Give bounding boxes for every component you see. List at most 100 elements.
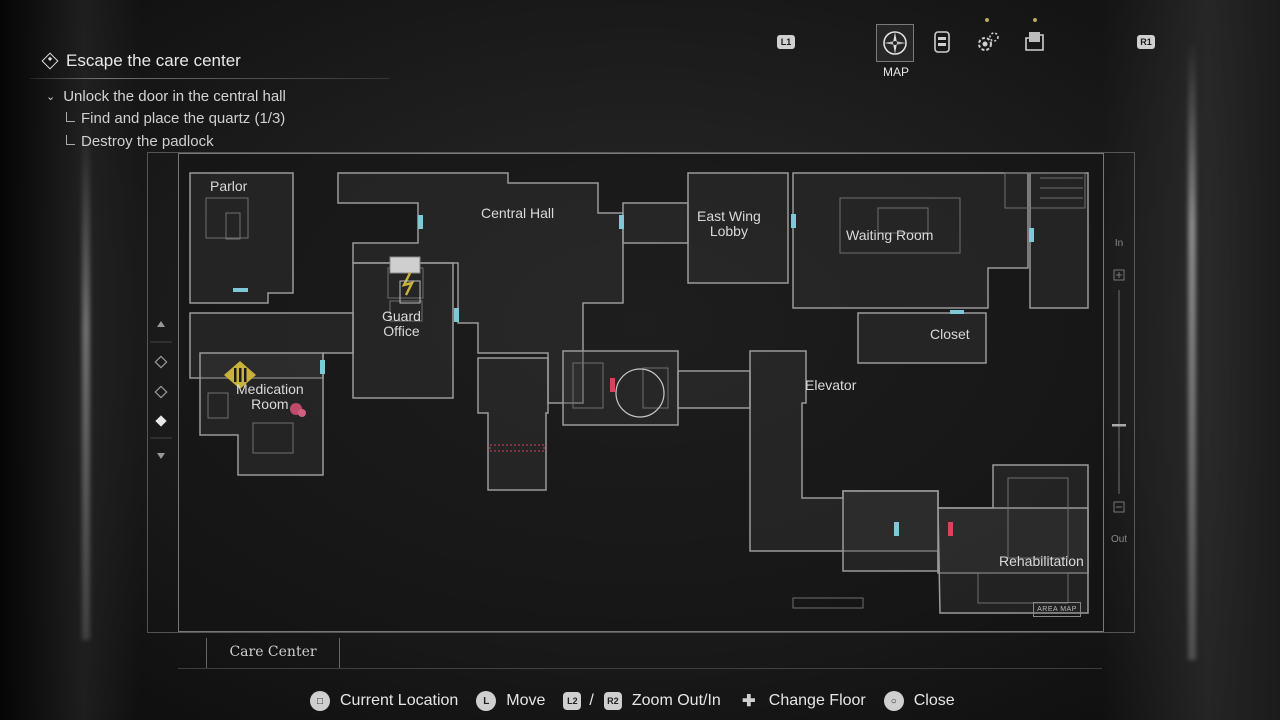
item-marker-icon[interactable] <box>389 256 421 304</box>
notification-dot <box>1033 18 1037 22</box>
prompt-close[interactable]: Close <box>913 692 955 709</box>
door-unlocked <box>791 214 796 228</box>
sub-objective-text: Unlock the door in the central hall <box>63 87 286 105</box>
map-outer-frame <box>147 152 1135 633</box>
room-rotunda <box>562 350 679 426</box>
floor-icon <box>154 385 168 399</box>
door-unlocked <box>950 310 964 314</box>
main-objective-text: Escape the care center <box>66 51 241 70</box>
prompt-zoom[interactable]: Zoom Out/In <box>631 692 721 709</box>
floor-icon <box>154 355 168 369</box>
r1-button[interactable]: R1 <box>1137 35 1155 49</box>
objective-diamond-icon <box>41 52 59 70</box>
l2-button-icon[interactable]: L2 <box>563 692 582 710</box>
objective-step-text: Find and place the quartz (1/3) <box>81 110 286 127</box>
prompt-move[interactable]: Move <box>506 692 546 709</box>
branch-icon <box>66 111 75 122</box>
files-icon <box>1025 32 1044 51</box>
left-light-strip <box>82 120 90 640</box>
location-name: Care Center <box>206 638 340 668</box>
location-divider <box>178 668 1102 669</box>
gear-icon <box>978 32 999 51</box>
button-prompts: □ Current Location L Move L2 / R2 Zoom O… <box>310 688 973 714</box>
room-rehabilitation <box>937 507 1089 614</box>
objective-divider <box>30 78 390 79</box>
floor-selector-graphic <box>150 321 172 459</box>
zoom-in-icon <box>1113 269 1125 281</box>
tab-inventory[interactable] <box>924 24 960 60</box>
left-stick-icon[interactable]: L <box>476 691 497 711</box>
door-unlocked <box>894 522 899 536</box>
room-label-parlor: Parlor <box>210 178 248 194</box>
dpad-icon[interactable]: ✚ <box>742 693 756 710</box>
door-unlocked <box>619 215 624 229</box>
floor-plan[interactable] <box>178 153 1102 630</box>
room-label-east-wing-lobby: East Wing Lobby <box>697 208 761 239</box>
sub-objective: ⌄ Unlock the door in the central hall <box>40 85 400 107</box>
prompt-current-location[interactable]: Current Location <box>340 692 459 709</box>
compass-icon <box>883 31 907 55</box>
objective-step-text: Destroy the padlock <box>81 133 214 150</box>
door-unlocked <box>320 360 325 374</box>
inventory-icon <box>934 31 950 53</box>
room-label-closet: Closet <box>930 326 970 342</box>
player-location-icon[interactable] <box>224 361 256 389</box>
objective-step: Destroy the padlock <box>40 130 400 153</box>
square-button-icon[interactable]: □ <box>310 691 330 711</box>
room-label-elevator: Elevator <box>805 377 857 393</box>
room-label-guard-office: Guard Office <box>382 308 421 339</box>
door-locked <box>610 378 615 392</box>
door-unlocked <box>1029 228 1034 242</box>
room-details <box>205 172 1086 609</box>
objective-step: Find and place the quartz (1/3) <box>40 107 400 130</box>
hazard-strip <box>489 444 545 452</box>
left-vignette <box>0 0 140 720</box>
locked-doors <box>610 378 953 536</box>
tab-files[interactable] <box>1017 24 1053 60</box>
room-central-hall <box>337 172 624 404</box>
l1-button[interactable]: L1 <box>777 35 795 49</box>
door-unlocked <box>418 215 423 229</box>
floor-up-icon <box>157 321 165 327</box>
room-south-1 <box>842 490 939 572</box>
circle-button-icon[interactable]: ○ <box>883 691 904 711</box>
main-objective: Escape the care center <box>40 48 400 74</box>
chevron-down-icon: ⌄ <box>46 90 56 103</box>
tab-map[interactable] <box>876 24 914 62</box>
zoom-out-label: Out <box>1110 534 1128 545</box>
floor-selector[interactable] <box>150 310 172 475</box>
objectives-panel: Escape the care center ⌄ Unlock the door… <box>30 48 400 153</box>
branch-icon <box>66 134 75 145</box>
room-center-south <box>477 357 549 491</box>
tab-map-label: MAP <box>882 65 909 79</box>
zoom-track <box>1112 269 1126 513</box>
unlocked-doors <box>233 214 1034 536</box>
right-vignette <box>1100 0 1280 720</box>
area-map-tag: AREA MAP <box>1033 602 1081 617</box>
zoom-out-icon <box>1113 501 1125 513</box>
room-east-strip <box>1029 172 1089 309</box>
corridor-top <box>622 202 689 244</box>
current-floor-icon <box>155 415 167 427</box>
prompt-separator: / <box>589 692 594 709</box>
zoom-in-label: In <box>1114 238 1124 249</box>
room-label-central-hall: Central Hall <box>481 205 555 221</box>
room-outlines <box>189 172 1089 614</box>
tab-upgrades[interactable] <box>970 24 1006 60</box>
door-locked <box>948 522 953 536</box>
room-medication <box>199 352 324 476</box>
door-unlocked <box>454 308 459 322</box>
floor-down-icon <box>157 453 165 459</box>
prompt-change-floor[interactable]: Change Floor <box>768 692 866 709</box>
room-label-medication-room: Medication Room <box>236 381 304 412</box>
map-area[interactable] <box>178 153 1104 632</box>
right-light-strip <box>1188 40 1196 660</box>
corridor-east <box>677 370 751 409</box>
herb-item-icon[interactable] <box>298 409 306 417</box>
notification-dot <box>985 18 989 22</box>
room-label-rehabilitation: Rehabilitation <box>999 553 1084 569</box>
rotunda-circle <box>615 368 665 418</box>
zoom-handle <box>1112 424 1126 427</box>
door-unlocked <box>233 288 248 292</box>
r2-button-icon[interactable]: R2 <box>603 692 622 710</box>
